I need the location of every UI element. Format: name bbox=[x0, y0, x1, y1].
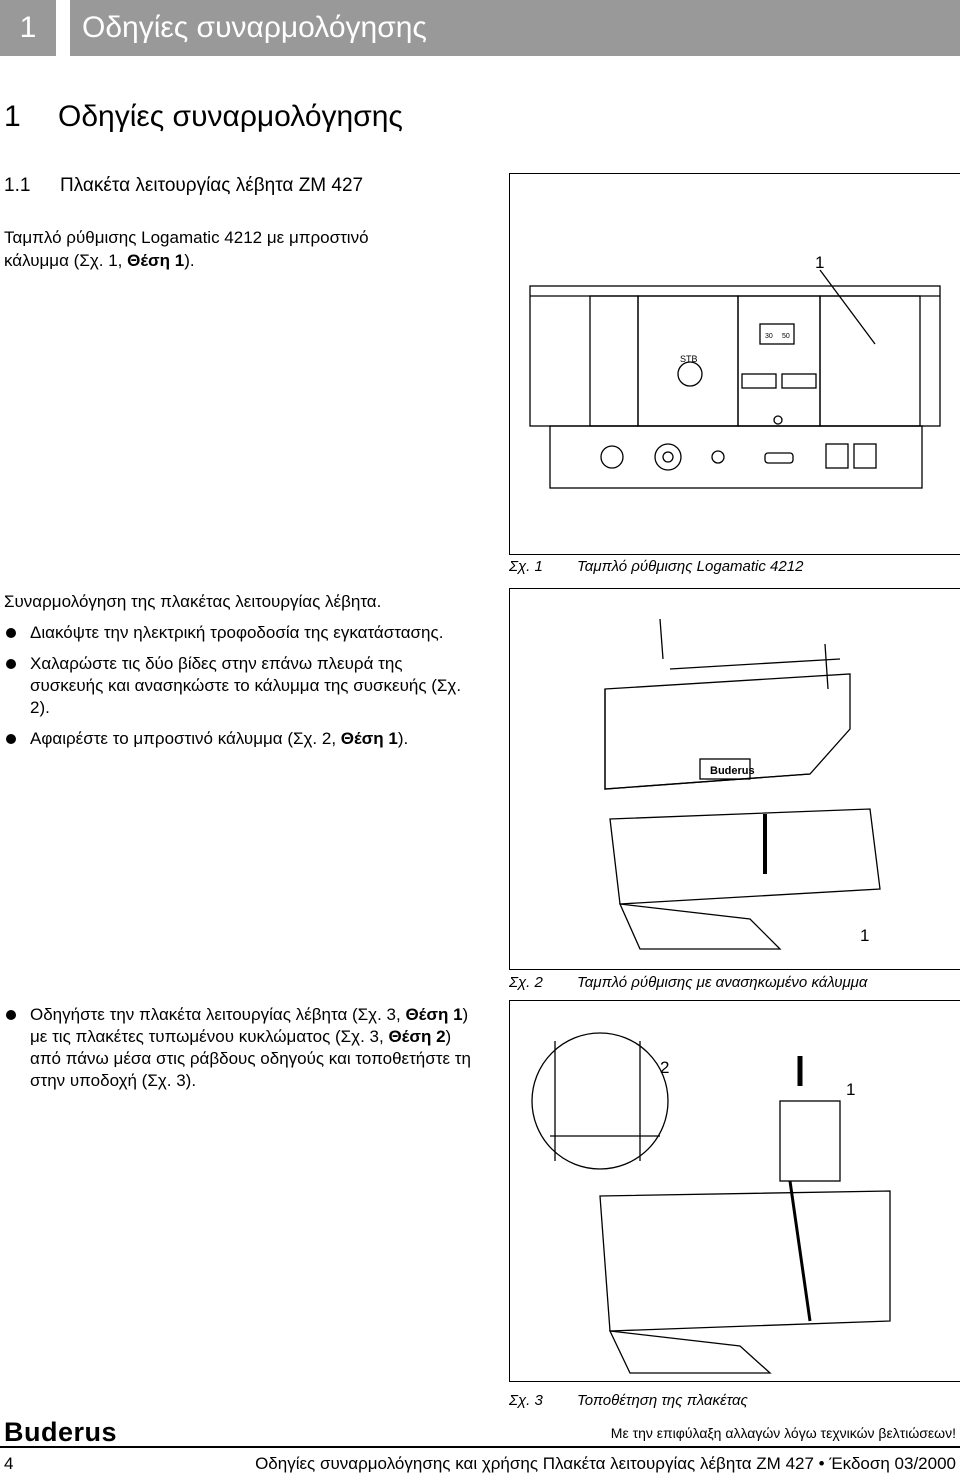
fig3-callout-1: 1 bbox=[846, 1080, 855, 1099]
fig2-number: Σχ. 2 bbox=[509, 974, 543, 991]
fig1-stb-label: STB bbox=[680, 354, 698, 364]
intro-text-end: ). bbox=[184, 251, 195, 270]
fig1-gauge-30: 30 bbox=[765, 333, 773, 340]
board-insertion-drawing: 2 1 bbox=[531, 1032, 891, 1374]
control-panel-drawing: 1 STB 30 50 bbox=[529, 253, 941, 489]
bullet-list-2: Οδηγήστε την πλακέτα λειτουργίας λέβητα … bbox=[4, 1004, 474, 1101]
figure-3-caption: Σχ. 3 Τοποθέτηση της πλακέτας bbox=[509, 1392, 748, 1409]
fig3-callout-2: 2 bbox=[660, 1058, 669, 1077]
bullet-position: Θέση 1 bbox=[405, 1005, 463, 1024]
bullet-dot-icon bbox=[6, 628, 16, 638]
fig2-callout: 1 bbox=[860, 926, 869, 945]
page-number: 4 bbox=[4, 1454, 14, 1473]
intro-text: κάλυμμα (Σχ. 1, bbox=[4, 251, 128, 270]
chapter-title-bar: Οδηγίες συναρμολόγησης bbox=[70, 0, 960, 56]
bullet-position: Θέση 2 bbox=[388, 1027, 446, 1046]
bullet-position: Θέση 1 bbox=[340, 729, 398, 748]
figure-2: Buderus 1 bbox=[509, 588, 960, 970]
figure-1: 1 STB 30 50 bbox=[509, 173, 960, 555]
heading-1-number: 1 bbox=[4, 100, 21, 133]
section-title: Συναρμολόγηση της πλακέτας λειτουργίας λ… bbox=[4, 592, 382, 611]
fig2-logo: Buderus bbox=[710, 765, 755, 777]
chapter-number-box: 1 bbox=[0, 0, 56, 56]
fig2-caption-text: Ταμπλό ρύθμισης με ανασηκωμένο κάλυμμα bbox=[577, 974, 868, 991]
bullet-text: Αφαιρέστε το μπροστινό κάλυμμα (Σχ. 2, bbox=[30, 729, 341, 748]
rights-notice: Με την επιφύλαξη αλλαγών λόγω τεχνικών β… bbox=[610, 1425, 956, 1441]
figure-1-caption: Σχ. 1 Ταμπλό ρύθμισης Logamatic 4212 bbox=[509, 558, 803, 575]
intro-line-2: κάλυμμα (Σχ. 1, Θέση 1). bbox=[4, 249, 474, 272]
fig3-number: Σχ. 3 bbox=[509, 1392, 543, 1409]
bullet-text-end: ). bbox=[397, 729, 409, 748]
figure-2-caption: Σχ. 2 Ταμπλό ρύθμισης με ανασηκωμένο κάλυ… bbox=[509, 974, 867, 991]
fig1-number: Σχ. 1 bbox=[509, 558, 543, 575]
fig3-caption-text: Τοποθέτηση της πλακέτας bbox=[577, 1392, 748, 1409]
bullet-text: Οδηγήστε την πλακέτα λειτουργίας λέβητα … bbox=[30, 1005, 406, 1024]
heading-1-title: Οδηγίες συναρμολόγησης bbox=[58, 100, 403, 133]
bullet-text-end: ) από πάνω μέσα στις ράβδους οδηγούς και… bbox=[30, 1027, 471, 1090]
bullet-item: Αφαιρέστε το μπροστινό κάλυμμα (Σχ. 2, Θ… bbox=[4, 728, 474, 750]
bullet-list-1: Διακόψτε την ηλεκτρική τροφοδοσία της εγ… bbox=[4, 622, 474, 759]
figure-3: 2 1 bbox=[509, 1000, 960, 1382]
heading-2-number: 1.1 bbox=[4, 175, 31, 196]
bullet-item: Οδηγήστε την πλακέτα λειτουργίας λέβητα … bbox=[4, 1004, 474, 1092]
intro-position: Θέση 1 bbox=[127, 251, 185, 270]
fig1-callout: 1 bbox=[815, 253, 824, 272]
intro-paragraph: Ταμπλό ρύθμισης Logamatic 4212 με μπροστ… bbox=[4, 226, 474, 272]
bullet-text: Χαλαρώστε τις δύο βίδες στην επάνω πλευρ… bbox=[30, 654, 462, 717]
brand-logo: Buderus bbox=[4, 1417, 118, 1447]
heading-2: 1.1 Πλακέτα λειτουργίας λέβητα ΖΜ 427 bbox=[4, 175, 363, 197]
bullet-dot-icon bbox=[6, 659, 16, 669]
bullet-item: Χαλαρώστε τις δύο βίδες στην επάνω πλευρ… bbox=[4, 653, 474, 719]
footer-rule bbox=[0, 1446, 960, 1448]
intro-line-1: Ταμπλό ρύθμισης Logamatic 4212 με μπροστ… bbox=[4, 228, 369, 247]
bullet-text: Διακόψτε την ηλεκτρική τροφοδοσία της εγ… bbox=[30, 623, 444, 642]
bullet-text: ) με τις πλακέτες τυπωμένου κυκλώματος (… bbox=[30, 1005, 469, 1046]
fig1-gauge-50: 50 bbox=[782, 333, 790, 340]
bullet-item: Διακόψτε την ηλεκτρική τροφοδοσία της εγ… bbox=[4, 622, 474, 644]
panel-cover-lifted-drawing: Buderus 1 bbox=[604, 618, 881, 950]
heading-1: 1 Οδηγίες συναρμολόγησης bbox=[4, 100, 403, 134]
footer-document-title: Οδηγίες συναρμολόγησης και χρήσης Πλακέτ… bbox=[255, 1454, 956, 1473]
bullet-dot-icon bbox=[6, 1010, 16, 1020]
chapter-title: Οδηγίες συναρμολόγησης bbox=[82, 11, 427, 44]
fig1-caption-text: Ταμπλό ρύθμισης Logamatic 4212 bbox=[577, 558, 804, 575]
heading-2-title: Πλακέτα λειτουργίας λέβητα ΖΜ 427 bbox=[60, 175, 364, 196]
bullet-dot-icon bbox=[6, 734, 16, 744]
